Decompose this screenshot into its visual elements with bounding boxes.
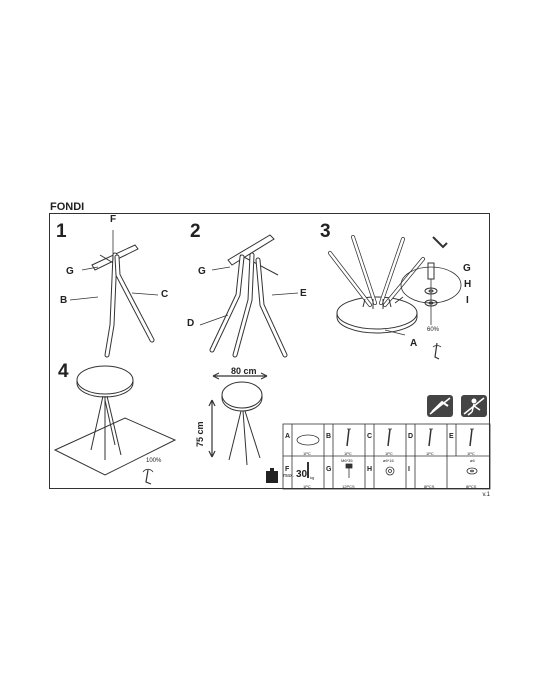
part-qty-c: 1PC [385,451,393,456]
label-f: F [110,214,117,225]
part-code-i: I [408,466,410,473]
part-qty-d: 1PC [426,451,434,456]
part-code-a: A [285,433,291,440]
step-4-number: 4 [58,361,69,382]
step-3-number: 3 [320,221,331,242]
label-g: G [66,266,74,277]
product-title: FONDI [50,201,85,213]
step-1-number: 1 [56,221,67,242]
load-value: 30 [296,469,308,480]
weight-icon [266,468,278,483]
part-qty-h: 8PCS [424,484,435,489]
part-qty-f: 1PC [303,484,311,489]
part-size-g: M6*35 [341,458,353,463]
width-dimension: 80 cm [231,366,257,376]
step-3-illustration [328,235,462,360]
part-qty-a: 1PC [303,451,311,456]
step-2-illustration [199,234,299,358]
label-b: B [60,295,68,306]
part-code-d: D [408,433,414,440]
part-code-g: G [326,466,332,473]
label-g-2: G [198,266,206,277]
instruction-frame [49,213,490,489]
part-code-b: B [326,433,332,440]
version-label: v.1 [482,492,490,498]
part-size-i: ø6 [470,458,475,463]
step-2-number: 2 [190,221,201,242]
label-g-3: G [463,263,471,274]
part-qty-b: 1PC [344,451,352,456]
part-code-e: E [449,433,454,440]
label-a: A [410,338,418,349]
part-code-f: F [285,466,290,473]
label-h: H [464,279,472,290]
parts-table-grid [282,423,491,490]
label-e: E [300,288,307,299]
step-4-percent: 100% [146,458,162,464]
load-prefix: max. [283,473,294,479]
person-assembly-icon [461,395,487,417]
step-4-illustration [53,365,177,485]
part-code-h: H [367,466,373,473]
part-qty-g: 12PCS [342,484,355,489]
part-code-c: C [367,433,373,440]
part-qty-e: 1PC [467,451,475,456]
step-1-illustration [69,230,159,358]
part-size-h: ø6*16 [383,458,394,463]
label-d: D [187,318,195,329]
part-qty-i: 8PCS [466,484,477,489]
load-unit: kg [310,475,315,480]
label-i: I [466,295,469,306]
power-tool-prohibited-icon [427,395,453,417]
label-c: C [161,289,169,300]
height-arrow [208,399,216,458]
dimensions-illustration [212,372,268,466]
step-3-percent: 60% [427,327,440,333]
height-dimension: 75 cm [195,421,205,447]
